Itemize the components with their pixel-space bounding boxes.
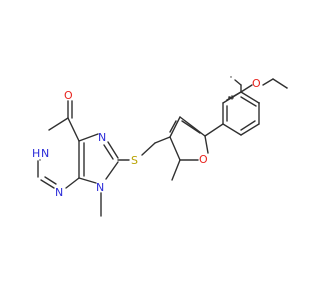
- n7-label: N: [98, 131, 106, 144]
- bond-n9-c4: [78, 177, 97, 184]
- bond-ph5: [240, 123, 260, 136]
- bond-c5-c4-double: [181, 120, 201, 134]
- bond-ph5-double: [240, 120, 256, 131]
- bond-c4-c3-double: [169, 120, 177, 133]
- bond-ph3-double: [240, 96, 257, 107]
- bond-c5-c4: [179, 116, 206, 137]
- bond-c5-n7: [78, 133, 99, 142]
- bond-ether-o-c1: [262, 78, 274, 86]
- bond-o-c1: [234, 79, 242, 86]
- ether-o-label: O: [252, 77, 261, 90]
- n1-label: N: [41, 147, 49, 160]
- bond-c5-c6: [67, 117, 80, 142]
- bond-n3-c4: [65, 177, 80, 189]
- bond-s-ch2: [141, 142, 156, 156]
- bond-phenyl-top-o: [226, 91, 242, 101]
- bond-n7-c8-double: [103, 144, 114, 160]
- bond-c2-methyl: [171, 159, 181, 181]
- bond-o-c5: [204, 135, 209, 154]
- n3-label: N: [55, 186, 63, 199]
- bond-ph-para-o: [240, 84, 253, 93]
- furan-ring: [154, 116, 209, 181]
- bond-c1-c2: [272, 78, 288, 89]
- bond-furan-phenyl: [204, 123, 224, 137]
- s-label: S: [131, 154, 138, 167]
- n9-label: N: [96, 181, 104, 194]
- bond-n7-c8: [107, 141, 119, 159]
- n1-h-label: H: [32, 147, 40, 160]
- bond-c8-n9: [105, 161, 119, 180]
- furan-o-label: O: [199, 153, 208, 166]
- bond-ph6: [222, 123, 242, 136]
- bond-c2-n3-double: [44, 176, 57, 185]
- phenyl-ring: [204, 84, 260, 137]
- bond-c2-n3: [40, 179, 55, 189]
- bond-c4-c3: [169, 116, 181, 138]
- imidazole-ring: [78, 133, 130, 217]
- molecule-drawing: O H N N N N S O O: [32, 76, 288, 217]
- bond-c3-c2: [169, 136, 181, 161]
- bond-ph3: [240, 91, 260, 104]
- carbonyl-o-label: O: [64, 89, 73, 102]
- bond-c6-n1: [48, 117, 69, 131]
- pyrimidinone-ring: [37, 100, 80, 189]
- bond-ch2-c3: [154, 136, 171, 144]
- structure-svg: O H N N N N S O O: [32, 76, 288, 217]
